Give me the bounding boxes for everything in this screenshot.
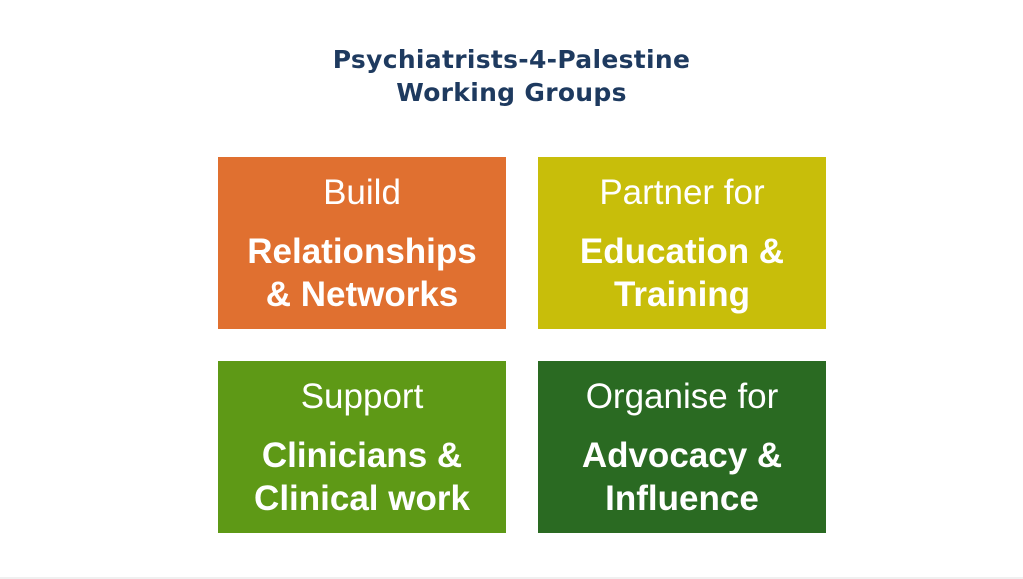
group-title-line: Clinical work (254, 479, 470, 518)
group-title-line: & Networks (265, 275, 459, 314)
group-box-clinicians: Support Clinicians & Clinical work (218, 361, 506, 533)
group-title-line: Influence (605, 479, 759, 518)
group-lead: Organise for (585, 377, 779, 416)
page-title: Psychiatrists-4-Palestine Working Groups (0, 43, 1023, 109)
group-box-advocacy: Organise for Advocacy & Influence (538, 361, 826, 533)
group-box-education: Partner for Education & Training (538, 157, 826, 329)
group-lead: Support (300, 377, 424, 416)
group-title-line: Relationships (247, 232, 477, 271)
group-lead: Build (323, 173, 401, 212)
bottom-divider (0, 577, 1023, 579)
title-line-2: Working Groups (396, 78, 627, 107)
group-box-relationships: Build Relationships & Networks (218, 157, 506, 329)
group-title: Advocacy & Influence (538, 434, 826, 520)
group-lead: Partner for (599, 173, 765, 212)
group-title-line: Education & (579, 232, 785, 271)
group-title: Education & Training (538, 230, 826, 316)
group-title-line: Advocacy & (581, 436, 783, 475)
group-title: Relationships & Networks (218, 230, 506, 316)
title-line-1: Psychiatrists-4-Palestine (332, 45, 691, 74)
group-title-line: Training (613, 275, 751, 314)
group-title: Clinicians & Clinical work (218, 434, 506, 520)
group-title-line: Clinicians & (261, 436, 463, 475)
